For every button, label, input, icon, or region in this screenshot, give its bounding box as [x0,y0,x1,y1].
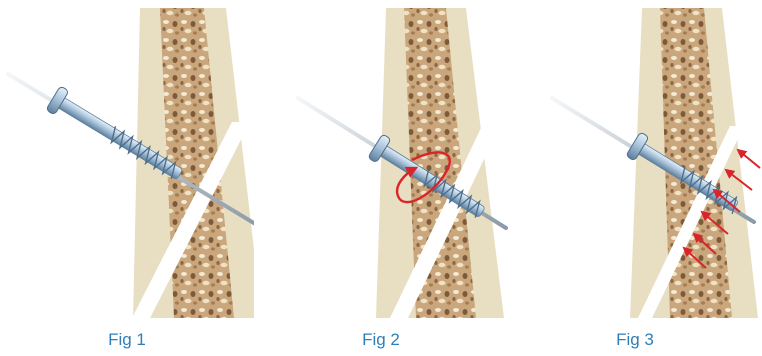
figure-3-illustration [508,0,762,330]
figure-1-caption: Fig 1 [0,330,254,350]
compression-arrow [738,150,760,168]
figure-1-illustration [0,0,254,330]
figure-3-caption: Fig 3 [508,330,762,350]
figure-2-caption: Fig 2 [254,330,508,350]
figure-2-illustration [254,0,508,330]
bone-shaft [630,8,758,318]
figure-1: Fig 1 [0,0,254,356]
figure-3: Fig 3 [508,0,762,356]
figure-2: Fig 2 [254,0,508,356]
